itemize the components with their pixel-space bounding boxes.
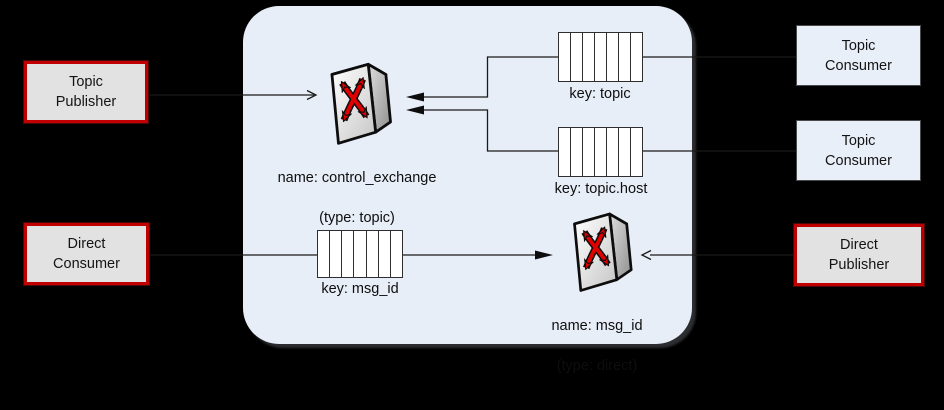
switch-icon	[575, 214, 632, 291]
node-topic-consumer-2: Topic Consumer	[796, 120, 921, 181]
control-exchange-label: name: control_exchange (type: topic)	[278, 148, 437, 248]
open-arrowhead-icon	[306, 89, 318, 101]
solid-arrowhead-icon	[406, 92, 424, 102]
open-arrowhead-icon	[640, 249, 652, 261]
direct-exchange-label: name: msg_id (type: direct)	[551, 296, 642, 396]
exchange-name-text: name: msg_id	[551, 318, 643, 334]
queue-topic-host-label: key: topic.host	[554, 181, 648, 197]
solid-arrowhead-icon	[535, 250, 553, 260]
queue-topic-host	[558, 127, 643, 177]
node-topic-consumer-1: Topic Consumer	[796, 25, 921, 86]
wire-topic-queue-to-exchange	[424, 56, 558, 98]
queue-msg-id-label: key: msg_id	[321, 281, 399, 297]
node-direct-publisher: Direct Publisher	[794, 224, 924, 286]
switch-icon	[332, 64, 391, 143]
node-topic-publisher: Topic Publisher	[24, 61, 148, 123]
wire-topichost-queue-to-exchange	[424, 109, 558, 152]
queue-topic	[558, 32, 643, 82]
node-direct-consumer: Direct Consumer	[24, 223, 149, 285]
queue-topic-label: key: topic	[569, 86, 631, 102]
exchange-name-text: name: control_exchange	[277, 170, 437, 186]
solid-arrowhead-icon	[406, 105, 424, 115]
exchange-type-text: (type: direct)	[556, 358, 638, 374]
exchange-type-text: (type: topic)	[319, 210, 395, 226]
queue-msg-id	[317, 230, 403, 278]
